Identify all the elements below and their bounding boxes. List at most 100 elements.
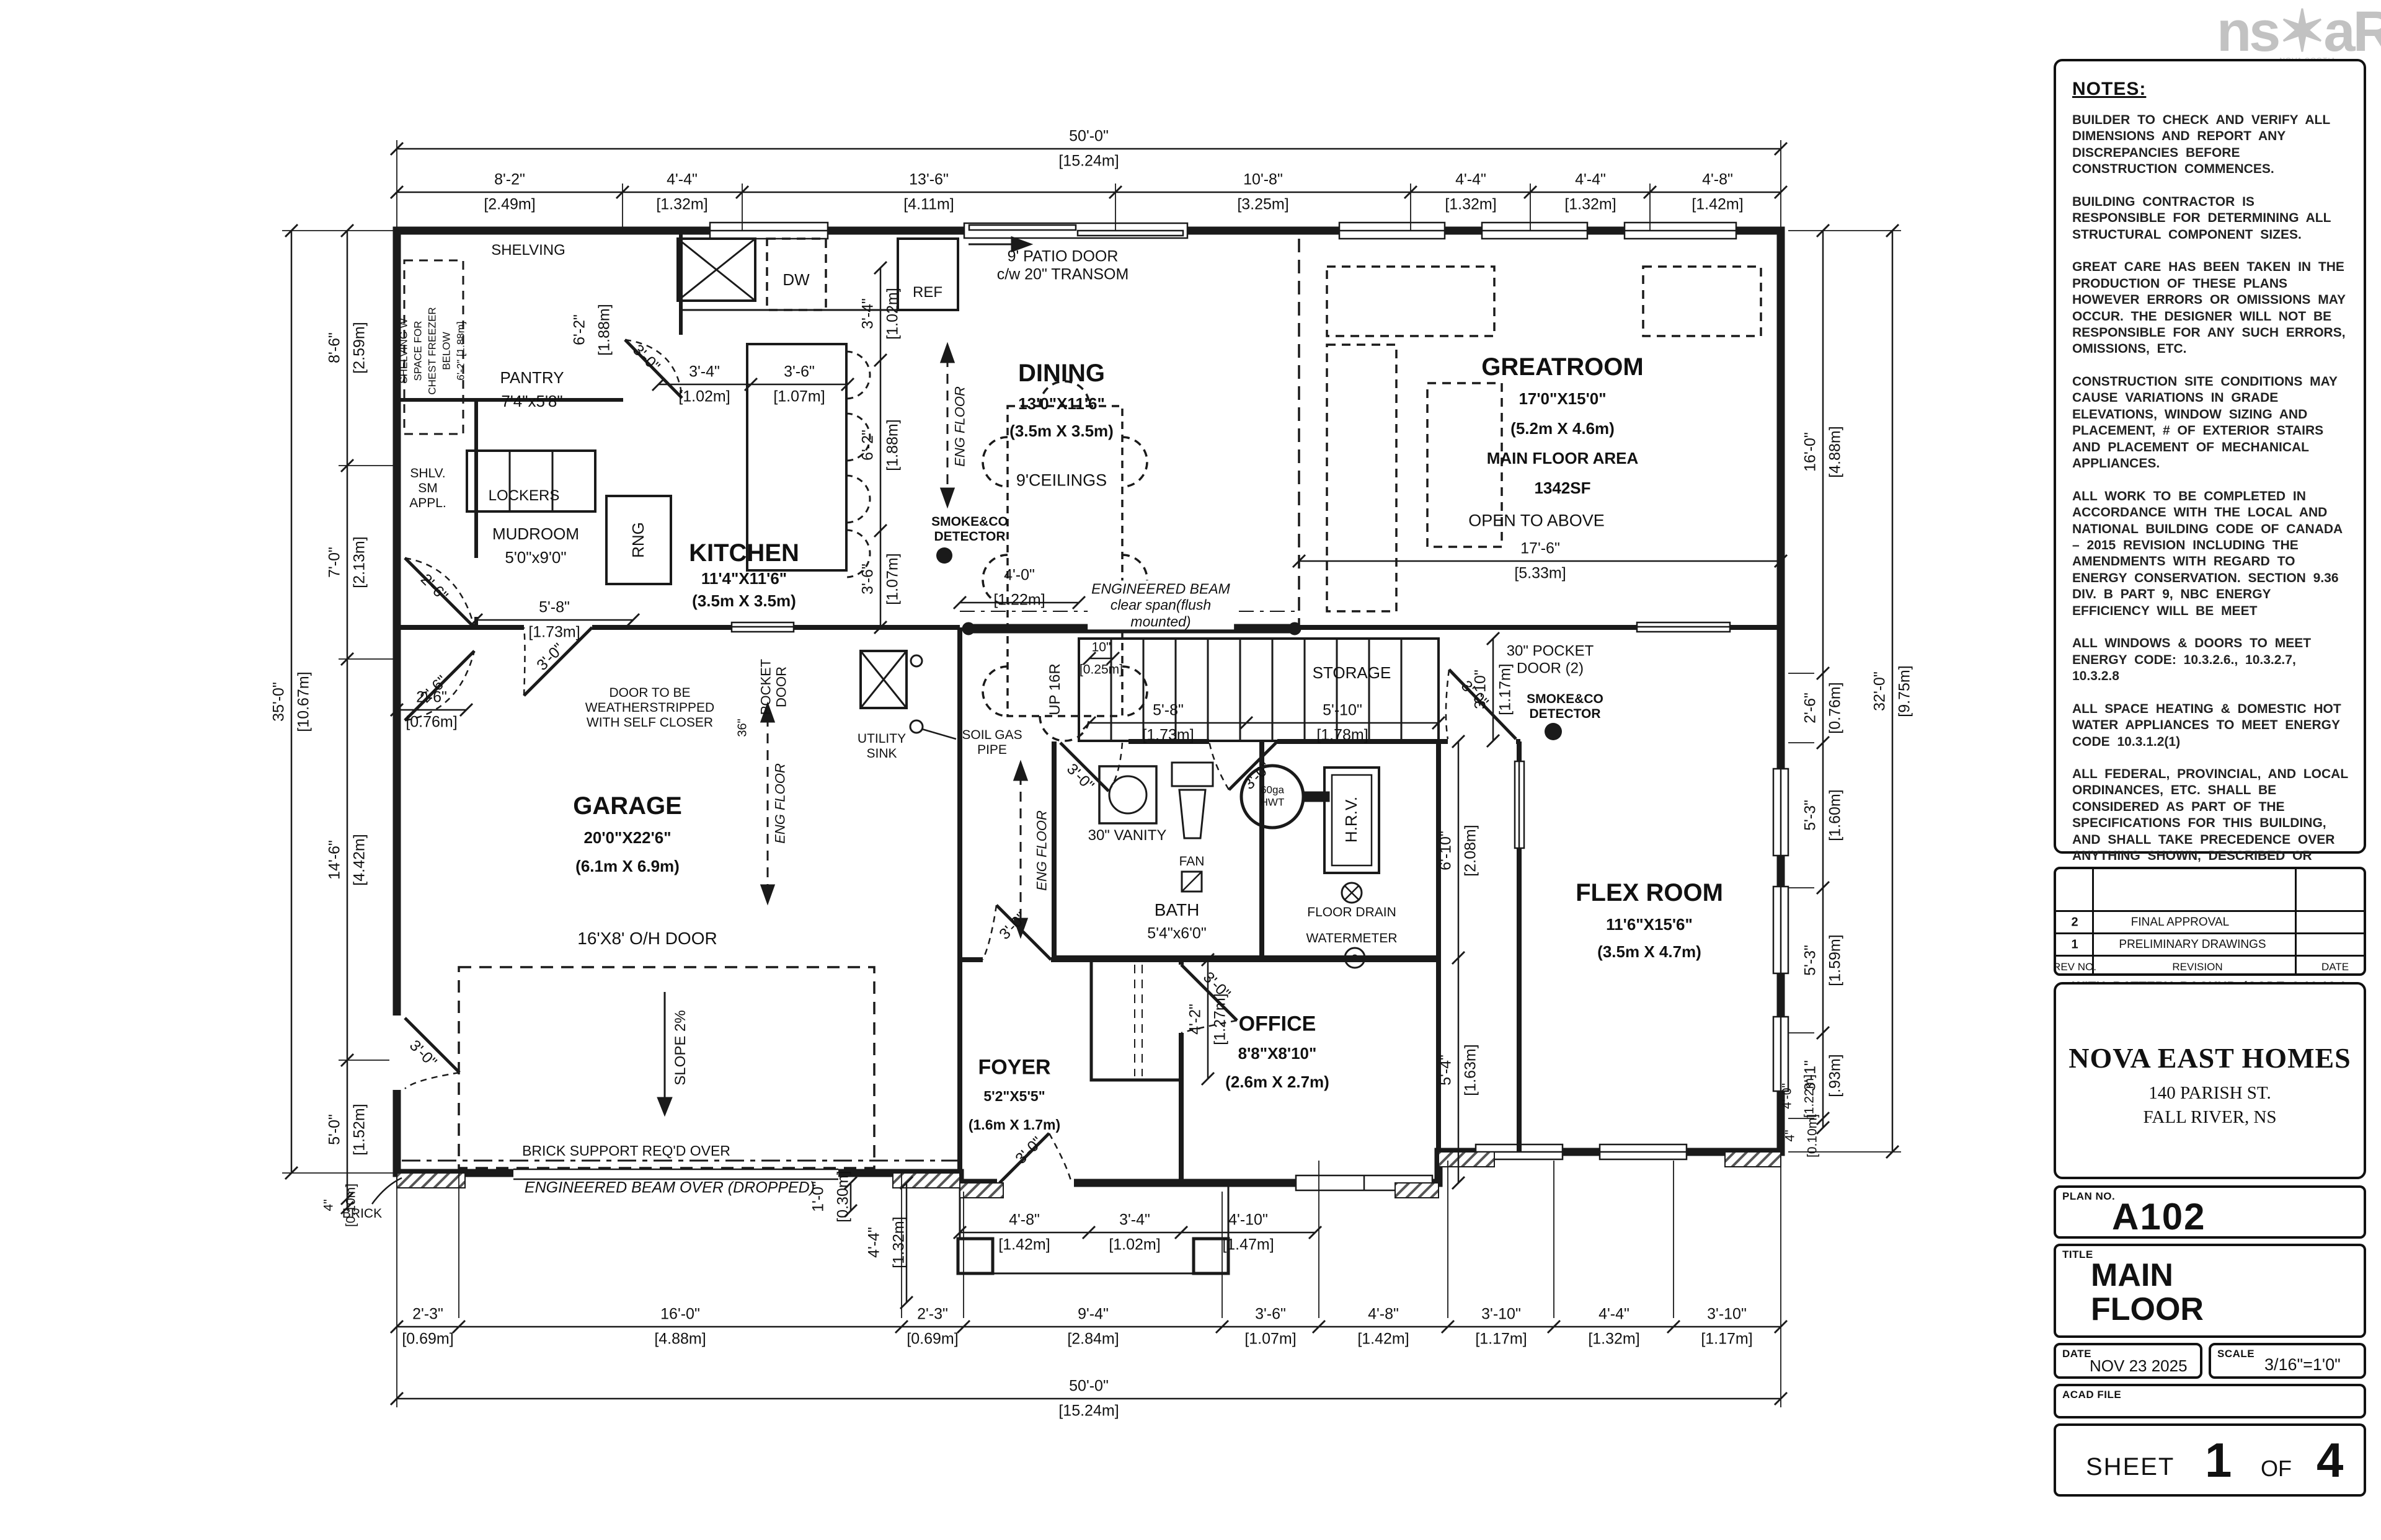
dim-label: 10"[0.25m] — [1079, 640, 1124, 677]
dim-label: 5'-0"[1.52m] — [326, 1104, 368, 1156]
smoke-detector-dots — [936, 547, 1562, 740]
watermeter-label: WATERMETER — [1306, 931, 1398, 945]
dim-label: 10'-8"[3.25m] — [1237, 170, 1289, 213]
company-name: NOVA EAST HOMES — [2068, 1042, 2351, 1074]
room-label-dining: DINING — [1018, 360, 1105, 387]
note-paragraph: BUILDING CONTRACTOR IS RESPONSIBLE FOR D… — [2072, 194, 2331, 242]
table-rule — [2056, 932, 2364, 934]
refrigerator-label: REF — [913, 284, 942, 301]
date-value: NOV 23 2025 — [2090, 1356, 2188, 1375]
dim-label: 8'-2"[2.49m] — [484, 170, 536, 213]
dim-label: 6'-2"[1.88m] — [859, 419, 902, 471]
dim-label: 2'-6"[0.76m] — [406, 688, 458, 731]
revision-row-text: PRELIMINARY DRAWINGS — [2119, 938, 2266, 952]
sheet-of-label: OF — [2261, 1456, 2292, 1481]
room-size: 5'0"x9'0" — [505, 548, 567, 567]
dim-label: 4'-10"[1.47m] — [1222, 1211, 1274, 1254]
room-label-greatroom: GREATROOM — [1481, 353, 1644, 381]
dim-label: 7'-0"[2.13m] — [326, 536, 368, 588]
revision-table: 2 FINAL APPROVAL 1 PRELIMINARY DRAWINGS … — [2053, 867, 2366, 976]
revision-col-header: DATE — [2321, 961, 2349, 973]
utility-sink-label: UTILITY SINK — [857, 731, 907, 761]
room-label-mudroom: MUDROOM — [492, 524, 580, 544]
title-block: TITLE MAIN FLOOR — [2054, 1244, 2366, 1338]
eng-floor-arrows — [760, 236, 1034, 939]
date-block: DATE NOV 23 2025 — [2054, 1343, 2202, 1379]
eng-floor-label: ENG FLOOR — [1034, 810, 1050, 891]
dim-label: 4'-4"[1.32m] — [1564, 170, 1616, 213]
table-divider — [2295, 869, 2297, 973]
dim-label: 2'-3"[0.69m] — [402, 1305, 454, 1348]
scale-label: SCALE — [2217, 1348, 2255, 1360]
small-appliance-shelf-label: SHLV. SM APPL. — [409, 466, 446, 511]
dim-label: 5'-3"[1.60m] — [1801, 789, 1844, 841]
dim-label: 4'-4"[1.32m] — [1445, 170, 1497, 213]
room-size: 5'2"X5'5" — [983, 1087, 1045, 1104]
slope-label: SLOPE 2% — [672, 1010, 689, 1086]
room-size-metric: (2.6m X 2.7m) — [1225, 1073, 1329, 1092]
sheet-total: 4 — [2317, 1433, 2344, 1487]
brick-support-note: BRICK SUPPORT REQ'D OVER — [518, 1142, 734, 1159]
dishwasher-label: DW — [783, 270, 810, 290]
bath-mech-fixtures — [1098, 761, 1389, 969]
floor-drain-label: FLOOR DRAIN — [1307, 905, 1396, 919]
note-paragraph: GREAT CARE HAS BEEN TAKEN IN THE PRODUCT… — [2072, 260, 2346, 356]
dim-label: 3'-6"[1.07m] — [1244, 1305, 1297, 1348]
room-label-storage: STORAGE — [1312, 663, 1391, 683]
dim-label: 5'-10"[1.78m] — [1316, 701, 1368, 744]
stairs-up-label: UP 16R — [1047, 663, 1064, 715]
room-label-kitchen: KITCHEN — [689, 539, 799, 567]
room-size: 5'4"x6'0" — [1147, 924, 1207, 942]
area-label: MAIN FLOOR AREA — [1486, 449, 1639, 468]
dim-label: 32'-0"[9.75m] — [1871, 665, 1913, 717]
range-label: RNG — [629, 522, 648, 558]
greatroom-furniture — [1298, 239, 1762, 625]
brick-hatching — [371, 1151, 1781, 1205]
dim-label: 4'-4"[1.32m] — [865, 1216, 908, 1268]
kitchen-fixtures — [403, 237, 959, 585]
dim-label: 3'-4"[1.02m] — [1109, 1211, 1161, 1254]
revision-row-text: FINAL APPROVAL — [2130, 916, 2230, 929]
dim-label: 4'-8"[1.42m] — [998, 1211, 1050, 1254]
note-paragraph: CONSTRUCTION SITE CONDITIONS MAY CAUSE V… — [2072, 374, 2338, 471]
sheet-number-block: SHEET 1 OF 4 — [2054, 1423, 2366, 1497]
eng-floor-label: ENG FLOOR — [952, 386, 968, 467]
engineered-beam-note: ENGINEERED BEAM clear span(flush mounted… — [1088, 580, 1234, 630]
dim-label: 5'-8"[1.73m] — [1142, 701, 1194, 744]
doors — [404, 339, 1517, 1184]
room-size: 11'4"X11'6" — [701, 569, 787, 588]
dim-label: 35'-0"[10.67m] — [270, 671, 313, 732]
patio-door-note: 9' PATIO DOOR c/w 20" TRANSOM — [996, 247, 1129, 283]
nsar-logo: ns✶aR — [2216, 0, 2381, 64]
dim-label: 4'-4"[1.32m] — [656, 170, 708, 213]
dim-label: 3'-6"[1.07m] — [773, 363, 825, 405]
company-address1: 140 PARISH ST. — [2148, 1083, 2271, 1103]
note-paragraph: BUILDER TO CHECK AND VERIFY ALL DIMENSIO… — [2072, 113, 2330, 177]
note-paragraph: ALL WORK TO BE COMPLETED IN ACCORDANCE W… — [2072, 489, 2343, 618]
dim-label: 5'-8"[1.73m] — [528, 598, 580, 641]
hot-water-tank-label: 60ga HWT — [1260, 784, 1285, 808]
table-rule — [2056, 910, 2364, 912]
dim-label: 3'-6"[1.07m] — [859, 553, 902, 605]
room-size-metric: (3.5m X 3.5m) — [692, 591, 796, 611]
revision-col-header: REV NO. — [2053, 961, 2096, 973]
dimension-lines — [282, 140, 1901, 1407]
dim-label: 9'-4"[2.84m] — [1067, 1305, 1119, 1348]
dim-label: 16'-0"[4.88m] — [654, 1305, 706, 1348]
dim-label: 4'-8"[1.42m] — [1357, 1305, 1409, 1348]
sheet-label: SHEET — [2086, 1453, 2175, 1480]
plan-no-block: PLAN NO. A102 — [2054, 1185, 2366, 1239]
dim-label: 50'-0"[15.24m] — [1058, 1377, 1119, 1420]
room-size: 20'0"X22'6" — [583, 828, 672, 847]
room-size: 7'4"x5'8" — [501, 392, 563, 411]
dim-label: 4"[0.10m] — [321, 1183, 358, 1228]
smoke-detector-label: SMOKE&CO DETECTOR — [1527, 691, 1603, 721]
room-label-office: OFFICE — [1238, 1012, 1316, 1036]
notes-heading: NOTES: — [2072, 79, 2147, 99]
shelving-note: SHELVING — [491, 242, 565, 259]
company-address2: FALL RIVER, NS — [2143, 1107, 2277, 1127]
hrv-label: H.R.V. — [1342, 796, 1361, 843]
room-label-garage: GARAGE — [573, 792, 682, 820]
room-size-metric: (5.2m X 4.6m) — [1510, 419, 1615, 438]
